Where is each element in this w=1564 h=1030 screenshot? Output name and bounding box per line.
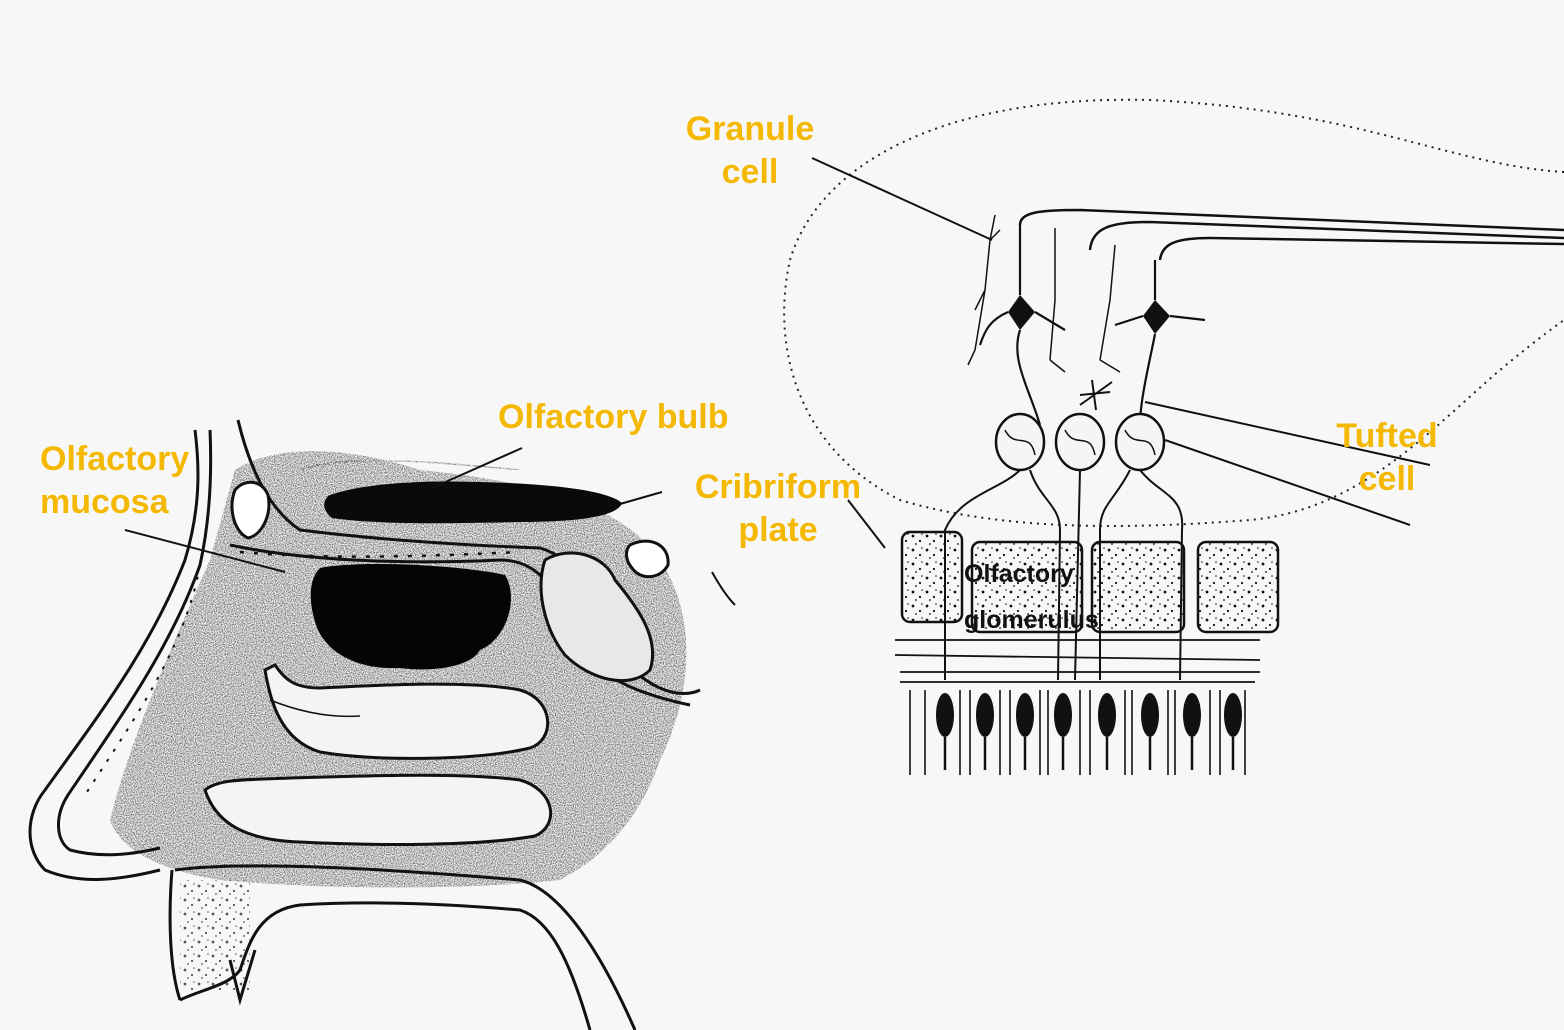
palate-stipple [180,880,250,990]
inferior-turbinate [205,775,551,844]
label-granule-cell: Granule cell [680,108,820,193]
label-olfactory-glomerulus: Olfactory glomerulus [964,551,1099,644]
mitral-cell-body-2 [1143,300,1170,334]
mitral-cell-body-1 [1008,295,1035,330]
label-tufted-cell: Tufted cell [1330,415,1444,500]
olfactory-circuit [784,100,1564,775]
label-olfactory-glomerulus-line1: Olfactory [964,551,1099,597]
label-granule-cell-line2: cell [680,151,820,194]
label-tufted-cell-line1: Tufted [1330,415,1444,458]
label-tufted-cell-line2: cell [1330,458,1444,501]
label-olfactory-mucosa-line1: Olfactory [40,438,189,481]
label-cribriform-plate: Cribriform plate [690,466,866,551]
label-olfactory-mucosa-line2: mucosa [40,481,189,524]
olfactory-epithelium [910,690,1245,775]
granule-cell-leader [812,158,992,240]
olfactory-bulb-shape [324,481,622,523]
label-olfactory-bulb: Olfactory bulb [498,396,728,439]
bulb-dotted-outline [784,100,1564,526]
label-olfactory-glomerulus-line2: glomerulus [964,597,1099,643]
label-olfactory-mucosa: Olfactory mucosa [40,438,189,523]
label-granule-cell-line1: Granule [680,108,820,151]
olfactory-bulb-leader-2 [620,492,662,504]
label-cribriform-plate-line1: Cribriform [690,466,866,509]
label-cribriform-plate-line2: plate [690,509,866,552]
glomeruli [996,414,1164,470]
